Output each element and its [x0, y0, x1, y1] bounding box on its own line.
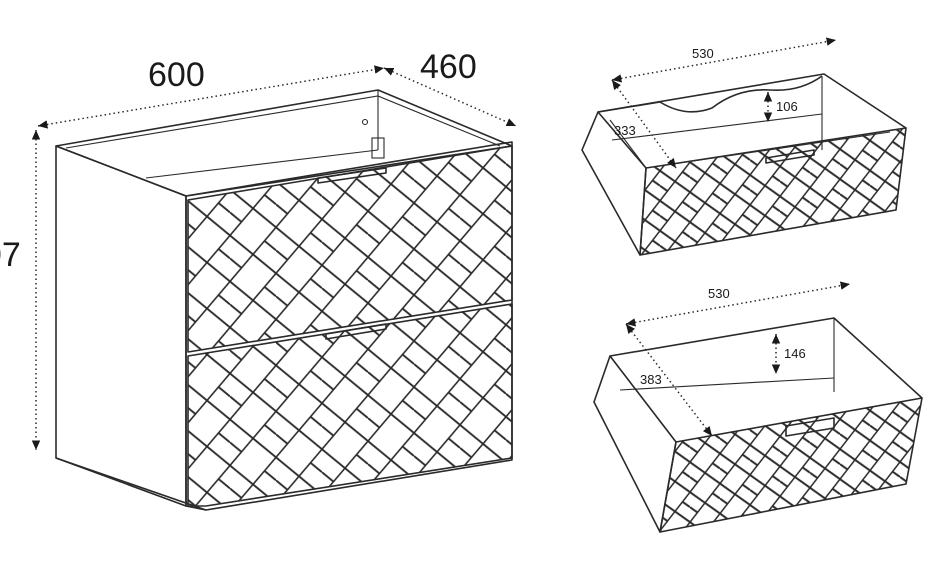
drawer-bottom-handle — [785, 417, 835, 437]
cabinet-height-label: 507 — [0, 236, 21, 274]
cabinet-handle-top — [317, 167, 387, 184]
drawer-bottom-side — [593, 355, 677, 533]
cabinet-handle-bottom — [325, 323, 387, 340]
drawer-top-height-label: 106 — [776, 99, 798, 114]
cabinet: 600 460 507 — [0, 48, 517, 511]
drawer-top-front — [640, 128, 906, 255]
drawer-top-handle — [765, 149, 815, 164]
cabinet-side-panel — [55, 145, 187, 507]
screw-hole — [361, 118, 369, 126]
drawer-top-width-label: 530 — [692, 46, 714, 61]
drawer-bottom-front — [660, 398, 922, 532]
drawer-bottom-height-label: 146 — [784, 346, 806, 361]
drawer-bottom: 530 383 146 — [593, 281, 923, 533]
drawer-bottom-depth-label: 383 — [640, 372, 662, 387]
drawer-bottom-width-label: 530 — [708, 286, 730, 301]
cabinet-width-label: 600 — [148, 56, 205, 94]
mounting-bracket — [371, 137, 385, 159]
cabinet-depth-label: 460 — [420, 48, 477, 86]
drawer-top-depth-label: 333 — [614, 123, 636, 138]
drawer-top: 530 333 106 — [581, 37, 907, 256]
